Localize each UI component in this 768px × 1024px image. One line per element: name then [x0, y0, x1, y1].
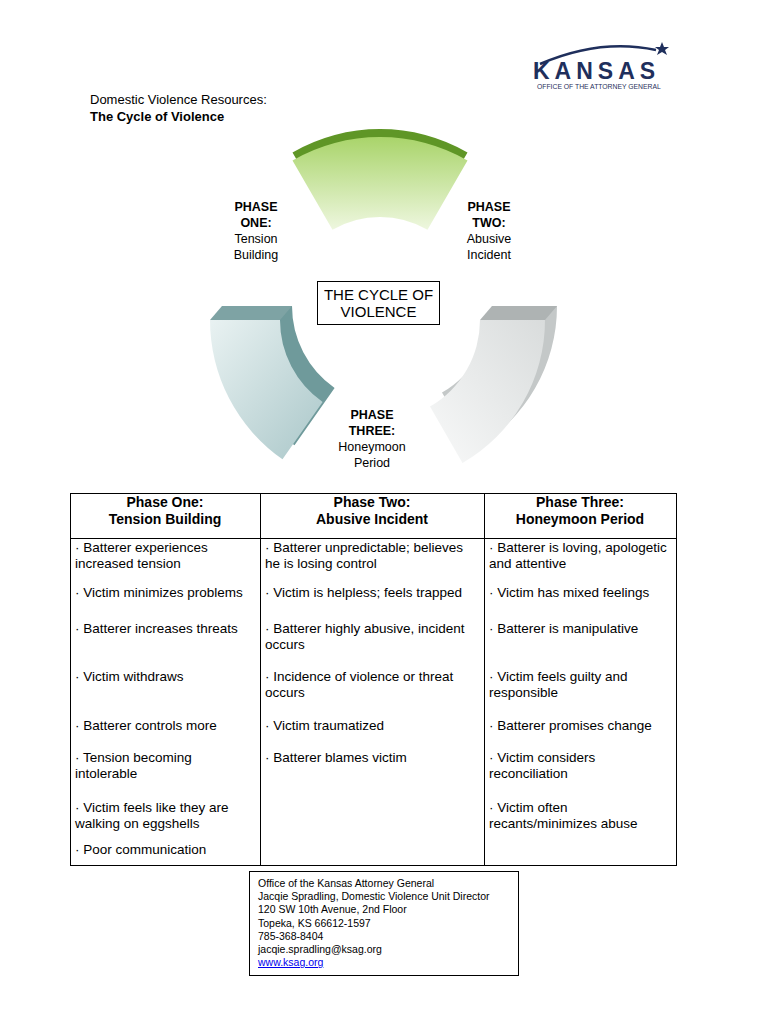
phase-name: Honeymoon Period [332, 439, 412, 471]
table-rule [484, 494, 485, 866]
table-rule [71, 538, 677, 539]
node-text: www.ksag.org [258, 956, 510, 969]
table-cell: · Victim feels like they are walking on … [75, 800, 253, 832]
table-cell: · Batterer is loving, apologetic and att… [489, 540, 673, 572]
node-text: Office of the Kansas Attorney General [258, 877, 510, 890]
table-cell: · Batterer highly abusive, incident occu… [265, 621, 481, 653]
node-text: 785-368-8404 [258, 930, 510, 943]
table-cell: · Victim traumatized [265, 718, 481, 734]
heading-label: Domestic Violence Resources: [90, 92, 390, 108]
column-header: Tension Building [70, 511, 260, 528]
logo-star [655, 42, 669, 55]
table-cell: · Batterer unpredictable; believes he is… [265, 540, 481, 572]
table-cell: · Victim has mixed feelings [489, 585, 673, 601]
table-cell: · Poor communication [75, 842, 253, 858]
table-cell: · Victim is helpless; feels trapped [265, 585, 481, 601]
page-title: The Cycle of Violence [90, 109, 390, 125]
table-cell: · Victim withdraws [75, 669, 253, 685]
table-rule [260, 494, 261, 866]
table-cell: · Batterer blames victim [265, 750, 481, 766]
column-header: Phase Three: [484, 494, 676, 511]
node-text: Jacqie Spradling, Domestic Violence Unit… [258, 890, 510, 903]
column-header: Honeymoon Period [484, 511, 676, 528]
phase-label: PHASE TWO: [459, 199, 519, 231]
phase-label: PHASE THREE: [332, 407, 412, 439]
table-cell: · Batterer increases threats [75, 621, 253, 637]
cycle-arc [210, 320, 323, 459]
phase-name: Tension Building [221, 231, 291, 263]
table-cell: · Batterer promises change [489, 718, 673, 734]
arc-top-face [480, 306, 557, 320]
column-header: Phase Two: [260, 494, 484, 511]
center-box: THE CYCLE OF VIOLENCE [317, 281, 440, 325]
table-cell: · Batterer controls more [75, 718, 253, 734]
node-text: 120 SW 10th Avenue, 2nd Floor [258, 903, 510, 916]
table-cell: · Incidence of violence or threat occurs [265, 669, 481, 701]
table-cell: · Victim minimizes problems [75, 585, 253, 601]
phase-label: PHASE ONE: [226, 199, 286, 231]
logo-subtitle: OFFICE OF THE ATTORNEY GENERAL [537, 82, 737, 91]
table-cell: · Victim often recants/minimizes abuse [489, 800, 673, 832]
phase-name: Abusive Incident [454, 231, 524, 263]
table-cell: · Tension becoming intolerable [75, 750, 253, 782]
arc-top-face [210, 306, 292, 320]
table-cell: · Victim considers reconciliation [489, 750, 673, 782]
logo-wordmark: KANSAS [533, 58, 733, 84]
cycle-arc [430, 320, 545, 463]
column-header: Abusive Incident [260, 511, 484, 528]
node-text: THE CYCLE OF VIOLENCE [318, 286, 439, 320]
node-text: Topeka, KS 66612-1597 [258, 917, 510, 930]
cycle-arc [293, 137, 468, 230]
column-header: Phase One: [70, 494, 260, 511]
table-cell: · Batterer is manipulative [489, 621, 673, 637]
table-cell: · Victim feels guilty and responsible [489, 669, 673, 701]
contact-box: Office of the Kansas Attorney GeneralJac… [249, 871, 519, 976]
table-cell: · Batterer experiences increased tension [75, 540, 253, 572]
table-border [71, 494, 677, 866]
node-text: jacqie.spradling@ksag.org [258, 943, 510, 956]
